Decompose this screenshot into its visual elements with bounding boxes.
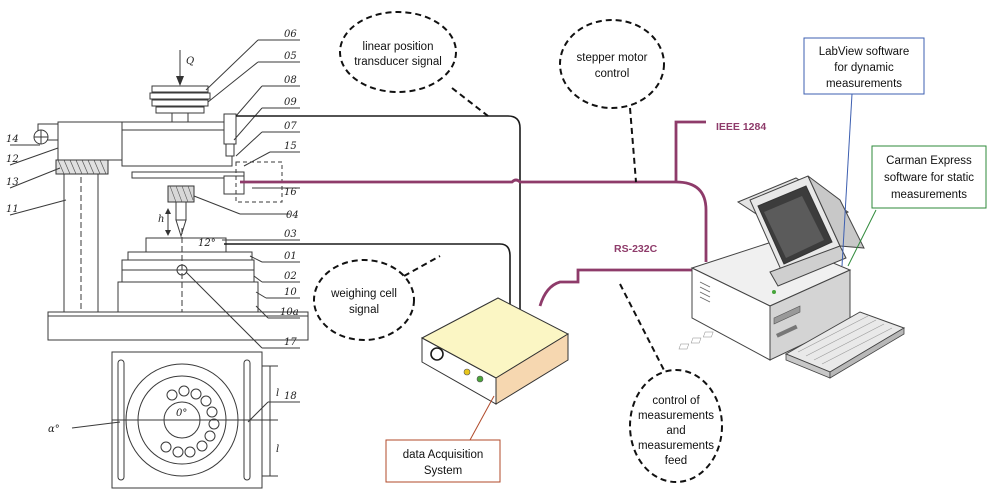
labview-line2: for dynamic: [834, 62, 894, 74]
part-label-17: 17: [284, 337, 297, 348]
bubble-weighing-line2: signal: [349, 304, 379, 316]
alpha-label: α°: [48, 424, 60, 435]
part-label-16: 16: [284, 187, 297, 198]
das-power-knob: [430, 347, 444, 361]
zero-label: 0°: [176, 408, 187, 419]
monitor-power-led: [772, 290, 776, 294]
bubble-stepper-line2: control: [595, 68, 630, 80]
das-led-green: [476, 375, 484, 383]
part-label-08: 08: [284, 75, 297, 86]
bubble-linear-line2: transducer signal: [354, 56, 442, 68]
bubble-control-line4: measurements: [638, 440, 714, 452]
bubble-control-line3: and: [666, 425, 685, 437]
part-label-10a: 10a: [280, 307, 299, 318]
pc-computer: [678, 175, 906, 379]
das-led-yellow: [463, 368, 471, 376]
bubble-stepper-motor: stepper motor control: [559, 19, 665, 109]
das-label-line1: data Acquisition: [403, 449, 484, 461]
ieee-1284-label: IEEE 1284: [716, 121, 766, 133]
force-label: Q: [186, 56, 194, 67]
carman-line3: measurements: [891, 189, 967, 201]
das-label-box: data Acquisition System: [385, 439, 501, 483]
bubble-control-line5: feed: [665, 455, 687, 467]
bubble-control-line2: measurements: [638, 410, 714, 422]
angle-label: 12°: [198, 238, 216, 249]
bubble-weighing-cell: weighing cell signal: [313, 259, 415, 341]
part-label-15: 15: [284, 141, 297, 152]
labview-line3: measurements: [826, 78, 902, 90]
ieee-1284-branch: [674, 120, 706, 182]
labview-software-box: LabView software for dynamic measurement…: [803, 37, 925, 95]
bubble-linear-line1: linear position: [363, 41, 434, 53]
part-label-05: 05: [284, 51, 297, 62]
part-label-11: 11: [6, 204, 19, 215]
signal-wires: [224, 115, 521, 310]
part-label-03: 03: [284, 229, 297, 240]
rs232c-cable: [538, 268, 692, 307]
part-label-01: 01: [284, 251, 297, 262]
carman-line2: software for static: [884, 172, 974, 184]
part-label-12: 12: [6, 154, 19, 165]
carman-software-box: Carman Express software for static measu…: [871, 145, 987, 209]
part-label-14: 14: [6, 134, 19, 145]
l-bottom-label: l: [276, 444, 279, 455]
part-label-09: 09: [284, 97, 297, 108]
part-label-06: 06: [284, 29, 297, 40]
bubble-weighing-line1: weighing cell: [330, 288, 397, 300]
rs232c-label: RS-232C: [614, 243, 658, 255]
bubble-linear-position: linear position transducer signal: [339, 11, 457, 93]
data-acquisition-device: [420, 297, 570, 441]
linear-transducer-wire: [236, 115, 521, 310]
das-label-line2: System: [424, 465, 462, 477]
ieee-1284-cable: [240, 178, 708, 262]
part-label-13: 13: [6, 177, 19, 188]
carman-line1: Carman Express: [886, 155, 972, 167]
h-label: h: [158, 214, 164, 225]
bubble-stepper-line1: stepper motor: [577, 52, 648, 64]
part-label-18: 18: [284, 391, 297, 402]
weighing-cell-wire: [224, 243, 511, 306]
bubble-connectors: [403, 87, 669, 379]
part-label-02: 02: [284, 271, 297, 282]
labview-line1: LabView software: [819, 46, 910, 58]
data-buses: [240, 120, 708, 307]
part-label-04: 04: [286, 210, 299, 221]
bubble-control-measurements: control of measurements and measurements…: [629, 369, 723, 483]
part-label-07: 07: [284, 121, 297, 132]
bubble-control-line1: control of: [652, 395, 700, 407]
part-label-10: 10: [284, 287, 297, 298]
l-top-label: l: [276, 388, 279, 399]
press-technical-drawing: Q 06 05 08 09 07 15 16 04 03 01 02 10 10…: [6, 29, 309, 489]
